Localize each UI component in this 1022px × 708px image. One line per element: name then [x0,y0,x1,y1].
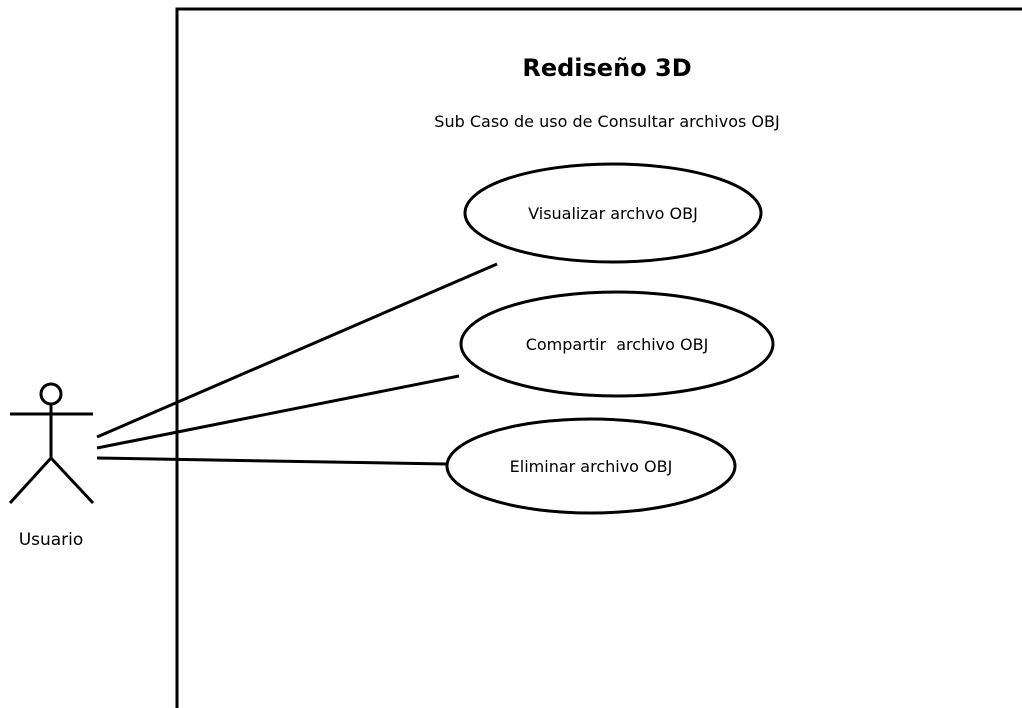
association-eliminar [96,456,448,466]
association-compartir [96,374,460,450]
system-title: Rediseño 3D [522,54,692,82]
use-case-visualizar-ellipse [463,162,763,264]
use-case-compartir-label: Compartir archivo OBJ [525,335,709,354]
association-visualizar [96,262,498,439]
system-boundary [175,7,1022,708]
actor-head [39,382,63,406]
use-case-visualizar-label: Visualizar archvo OBJ [528,204,698,223]
actor-label: Usuario [18,530,84,550]
actor-figure [8,382,95,505]
use-case-compartir-ellipse [459,290,775,398]
use-case-eliminar-label: Eliminar archivo OBJ [509,457,673,476]
actor-right-leg [49,456,95,505]
system-subtitle: Sub Caso de uso de Consultar archivos OB… [434,112,780,131]
use-case-eliminar-ellipse [445,417,737,515]
actor-left-leg [8,456,53,505]
